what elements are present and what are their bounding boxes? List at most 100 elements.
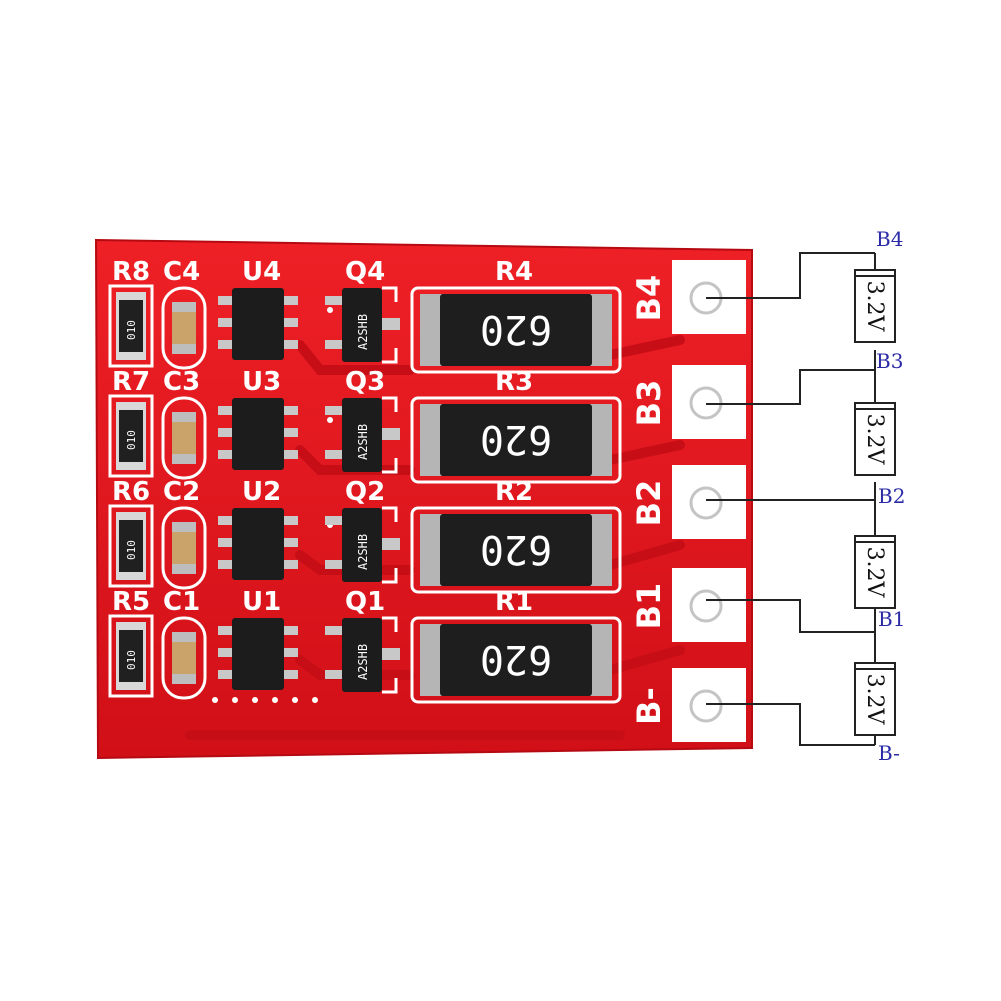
- mosfet-outline: [382, 678, 398, 694]
- solder-pad-label: B1: [630, 583, 668, 630]
- battery-cell-body: [854, 402, 896, 476]
- capacitor-body: [172, 302, 196, 354]
- resistor-small-top: [119, 300, 143, 352]
- ic-pin: [282, 450, 298, 459]
- ic-pin: [218, 450, 234, 459]
- schematic-wires: [706, 252, 876, 746]
- mosfet-label: Q4: [345, 257, 385, 287]
- resistor-small-marking: 010: [125, 320, 138, 340]
- capacitor-cap-bottom: [172, 564, 196, 574]
- mosfet-body: [342, 288, 382, 362]
- capacitor-outline: [161, 396, 207, 480]
- resistor-small-outline: [108, 504, 154, 588]
- resistor-large-terminal: [420, 294, 442, 366]
- resistor-large-value: 620: [480, 306, 552, 352]
- mosfet-pin: [325, 670, 345, 679]
- schematic-node-label: B1: [878, 607, 905, 631]
- resistor-large-outline: [410, 396, 622, 484]
- schematic-node-label: B3: [876, 349, 903, 373]
- ic-pin: [218, 648, 234, 657]
- ic-pin: [282, 516, 298, 525]
- ic-pin: [282, 340, 298, 349]
- capacitor-body: [172, 632, 196, 684]
- solder-pad-hole: [689, 486, 723, 520]
- ic-pin: [218, 318, 234, 327]
- mosfet-marking: A2SHB: [356, 314, 370, 350]
- resistor-large-label: R4: [495, 257, 533, 287]
- mosfet-body: [342, 398, 382, 472]
- capacitor-body: [172, 522, 196, 574]
- ic-pin: [218, 538, 234, 547]
- solder-pad-label: B-: [630, 687, 668, 725]
- pcb-traces: [185, 335, 685, 740]
- ic-label: U1: [242, 587, 281, 617]
- mosfet-label: Q1: [345, 587, 385, 617]
- battery-cell-voltage: 3.2V: [862, 281, 887, 333]
- ic-pin: [218, 626, 234, 635]
- ic-body: [232, 508, 284, 580]
- mosfet-pin: [380, 648, 400, 660]
- ic-pin: [218, 340, 234, 349]
- ic-pin: [218, 670, 234, 679]
- mosfet-marking: A2SHB: [356, 644, 370, 680]
- capacitor-cap-bottom: [172, 454, 196, 464]
- resistor-large-label: R3: [495, 367, 533, 397]
- resistor-small-outline: [108, 284, 154, 368]
- battery-cell-voltage: 3.2V: [862, 414, 887, 466]
- mosfet-pin: [325, 516, 345, 525]
- resistor-small-top: [119, 630, 143, 682]
- resistor-large-body: [440, 514, 592, 586]
- resistor-large-value: 620: [480, 526, 552, 572]
- mosfet-pin: [325, 450, 345, 459]
- resistor-large-body: [440, 624, 592, 696]
- mosfet-label: Q3: [345, 367, 385, 397]
- ic-label: U2: [242, 477, 281, 507]
- resistor-small-label: R7: [112, 367, 150, 397]
- resistor-large-value: 620: [480, 416, 552, 462]
- ic-body: [232, 618, 284, 690]
- ic-label: U4: [242, 257, 281, 287]
- resistor-large-terminal: [590, 404, 612, 476]
- resistor-small-marking: 010: [125, 650, 138, 670]
- ic-pin: [218, 428, 234, 437]
- ic-pin: [282, 560, 298, 569]
- mosfet-outline: [382, 616, 398, 632]
- battery-cell-body: [854, 269, 896, 343]
- solder-pad: B3: [630, 365, 746, 439]
- mosfet-marking: A2SHB: [356, 534, 370, 570]
- battery-cell-voltage: 3.2V: [862, 674, 887, 726]
- ic-pin: [282, 428, 298, 437]
- resistor-small-label: R6: [112, 477, 150, 507]
- battery-cell-voltage: 3.2V: [862, 547, 887, 599]
- capacitor-label: C4: [163, 257, 200, 287]
- ic-pin: [218, 516, 234, 525]
- ic-pin: [282, 296, 298, 305]
- battery-cell-body: [854, 662, 896, 736]
- ic-body: [232, 398, 284, 470]
- capacitor-outline: [161, 286, 207, 370]
- resistor-large-terminal: [420, 624, 442, 696]
- solder-pad-label: B4: [630, 275, 668, 322]
- resistor-large-label: R1: [495, 587, 533, 617]
- capacitor-label: C3: [163, 367, 200, 397]
- solder-pad-label: B2: [630, 480, 668, 527]
- solder-pad: B2: [630, 465, 746, 539]
- battery-cell: 3.2V: [854, 402, 896, 476]
- mosfet-outline: [382, 506, 398, 522]
- resistor-large-terminal: [590, 514, 612, 586]
- mosfet-outline: [382, 396, 398, 412]
- solder-pad: B1: [630, 568, 746, 642]
- resistor-large-outline: [410, 286, 622, 374]
- solder-pad-label: B3: [630, 380, 668, 427]
- capacitor-cap-top: [172, 522, 196, 532]
- mosfet-body: [342, 618, 382, 692]
- battery-cell: 3.2V: [854, 535, 896, 609]
- resistor-large-body: [440, 404, 592, 476]
- mosfet-label: Q2: [345, 477, 385, 507]
- battery-cell-body: [854, 535, 896, 609]
- resistor-large-terminal: [420, 404, 442, 476]
